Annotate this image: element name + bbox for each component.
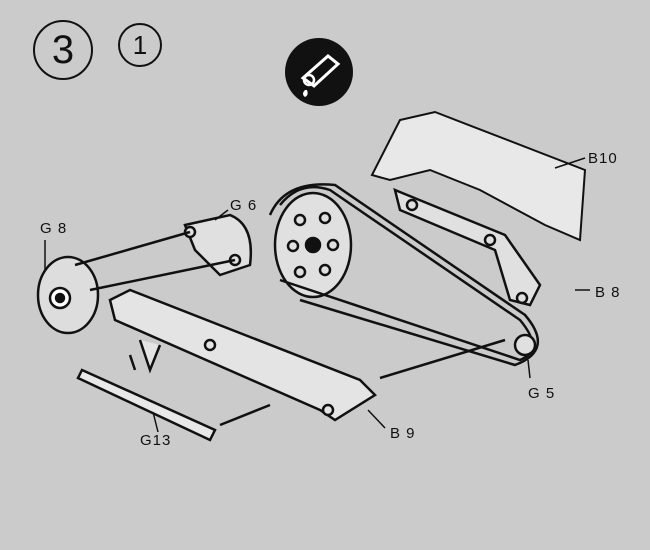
label-b8: B 8 (595, 284, 621, 301)
chain-cover-b10 (370, 110, 587, 242)
substep-number-text: 1 (132, 29, 148, 60)
step-number: 3 (33, 20, 93, 80)
cover-g6 (74, 213, 253, 292)
swing-arm-b9 (108, 288, 377, 422)
label-g5: G 5 (528, 385, 556, 402)
chain-guide-b8 (393, 187, 542, 307)
hub-g8 (36, 255, 100, 335)
leader-lines (44, 157, 590, 433)
label-b9: B 9 (390, 425, 416, 442)
chain-g5 (268, 183, 540, 367)
label-b10: B10 (588, 150, 618, 167)
substep-number: 1 (118, 23, 162, 67)
step-number-text: 3 (51, 27, 75, 72)
sprocket (273, 191, 353, 299)
label-g13: G13 (140, 432, 172, 449)
label-g8: G 8 (40, 220, 68, 237)
oil-can-lubricate-icon (285, 38, 353, 106)
rod-g13 (76, 338, 506, 442)
label-g6: G 6 (230, 197, 258, 214)
